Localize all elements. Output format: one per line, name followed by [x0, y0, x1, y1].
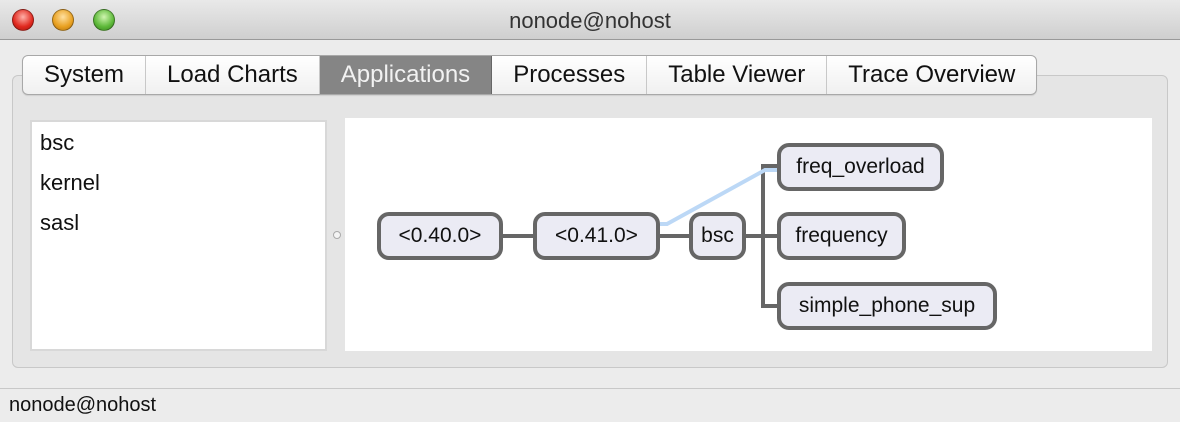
tree-node[interactable]: bsc: [689, 212, 746, 260]
splitter-handle[interactable]: [333, 231, 341, 239]
tree-node[interactable]: simple_phone_sup: [777, 282, 997, 330]
list-item[interactable]: bsc: [40, 130, 75, 155]
tab-trace-overview[interactable]: Trace Overview: [848, 61, 1016, 88]
title-bar: nonode@nohost: [0, 0, 1180, 40]
process-tree-graph: <0.40.0> <0.41.0> bsc freq_overload freq…: [345, 118, 1152, 351]
list-item[interactable]: kernel: [40, 170, 100, 195]
tab-bar: System Load Charts Applications Processe…: [22, 55, 1038, 95]
window-title: nonode@nohost: [509, 8, 671, 33]
tree-node[interactable]: <0.41.0>: [533, 212, 660, 260]
status-bar: nonode@nohost: [0, 388, 1180, 422]
tab-applications[interactable]: Applications: [319, 56, 493, 94]
tree-node[interactable]: freq_overload: [777, 143, 944, 191]
highlight-edge: [660, 168, 777, 226]
edge: [761, 164, 777, 308]
tree-edges: [503, 164, 777, 308]
tab-table-viewer[interactable]: Table Viewer: [647, 56, 828, 94]
close-button[interactable]: [12, 9, 34, 31]
zoom-button[interactable]: [93, 9, 115, 31]
tree-node[interactable]: <0.40.0>: [377, 212, 503, 260]
tab-load-charts[interactable]: Load Charts: [146, 56, 320, 94]
list-item[interactable]: sasl: [40, 210, 80, 235]
tree-node[interactable]: frequency: [777, 212, 906, 260]
application-list[interactable]: bsc kernel sasl: [30, 120, 327, 351]
tab-processes[interactable]: Processes: [492, 56, 648, 94]
tab-system[interactable]: System: [23, 56, 147, 94]
minimize-button[interactable]: [52, 9, 74, 31]
